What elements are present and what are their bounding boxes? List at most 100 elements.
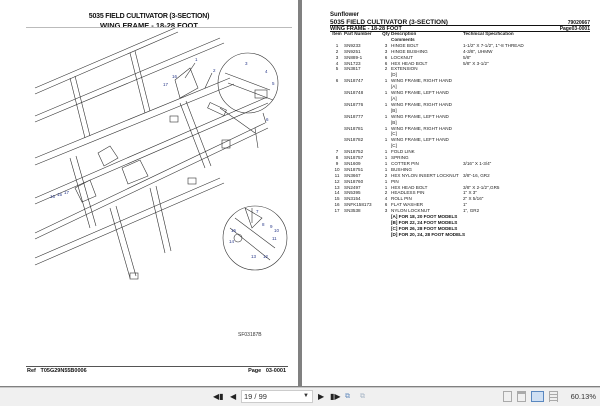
description-cell: SPRING: [391, 155, 409, 161]
tech-spec-cell: 2" X 5/16": [463, 196, 484, 202]
table-row: [B]: [330, 108, 563, 114]
description-cell: WING FRAME, LEFT HAND: [391, 113, 449, 119]
footer-page: Page 03-0001: [248, 368, 286, 374]
col-item: Item: [332, 31, 342, 36]
item-number-cell: 6: [335, 78, 339, 84]
footer-divider: [26, 366, 288, 367]
paste-page-icon[interactable]: ⧉: [360, 393, 365, 400]
item-number-cell: 16: [334, 202, 340, 208]
two-page-view-icon[interactable]: [531, 391, 544, 402]
description-cell: HEX NYLON INSERT LOCKNUT: [391, 172, 459, 178]
zoom-level[interactable]: 60.13%: [570, 392, 596, 401]
description-cell: WING FRAME, RIGHT HAND: [391, 125, 452, 131]
col-qty: Qty: [382, 31, 390, 36]
quantity-cell: 1: [384, 90, 388, 96]
quantity-cell: 3: [384, 48, 388, 54]
description-cell: WING FRAME, LEFT HAND: [391, 137, 449, 143]
description-cell: EXTENSION: [391, 66, 418, 72]
document-viewport[interactable]: 5035 FIELD CULTIVATOR (3-SECTION) WING F…: [0, 0, 600, 387]
description-cell: WING FRAME, RIGHT HAND: [391, 101, 452, 107]
quantity-cell: 3: [384, 208, 388, 214]
svg-text:3: 3: [245, 61, 248, 66]
page-subtitle: WING FRAME - 18-28 FOOT: [100, 21, 198, 30]
page-label: Page: [248, 368, 262, 374]
left-page: 5035 FIELD CULTIVATOR (3-SECTION) WING F…: [0, 0, 298, 386]
svg-text:4: 4: [265, 69, 268, 74]
svg-text:16: 16: [172, 74, 178, 79]
quantity-cell: 1: [384, 178, 388, 184]
quantity-cell: 2: [384, 190, 388, 196]
note-row: [C] FOR 26, 28 FOOT MODELS: [330, 226, 563, 232]
description-cell: WING FRAME, RIGHT HAND: [391, 78, 452, 84]
continuous-view-icon[interactable]: [517, 391, 526, 402]
svg-text:17: 17: [64, 190, 70, 195]
svg-text:15: 15: [57, 192, 63, 197]
part-number-cell: SN3667: [344, 172, 361, 178]
doc-number: 79020667: [567, 20, 590, 26]
last-page-icon[interactable]: ▮▶: [330, 392, 341, 401]
tech-spec-cell: 5/8" X 3-1/2": [463, 60, 489, 66]
first-page-icon[interactable]: ◀▮: [213, 392, 224, 401]
chevron-down-icon[interactable]: ▼: [303, 393, 309, 399]
item-number-cell: 9: [335, 160, 339, 166]
note-row: [D] FOR 20, 24, 28 FOOT MODELS: [330, 232, 563, 238]
parts-list-subtitle: WING FRAME - 18-28 FOOT: [330, 26, 402, 32]
quantity-cell: 6: [384, 202, 388, 208]
part-number-cell: SN9233: [344, 42, 361, 48]
next-page-icon[interactable]: ▶: [318, 392, 325, 401]
part-number-cell: SN9251: [344, 48, 361, 54]
page-title: 5035 FIELD CULTIVATOR (3-SECTION): [88, 13, 210, 20]
brand-name: Sunflower: [330, 12, 360, 18]
item-number-cell: 10: [334, 166, 340, 172]
part-number-cell: SN3538: [344, 208, 361, 214]
part-number-cell: SN18752: [344, 149, 364, 155]
footer-ref: Ref T05G29N55B0006: [27, 368, 87, 374]
model-note: [B] FOR 22, 24 FOOT MODELS: [391, 220, 458, 225]
description-cell: [C]: [391, 131, 397, 137]
part-number-cell: SN18757: [344, 155, 364, 161]
description-cell: PIN: [391, 178, 399, 184]
item-number-cell: 4: [335, 60, 339, 66]
quantity-cell: 1: [384, 137, 388, 143]
item-number-cell: 5: [335, 66, 339, 72]
svg-text:7: 7: [256, 209, 259, 214]
part-number-cell: SN889-1: [344, 54, 363, 60]
tech-spec-cell: 3/8" X 2-1/2",GR5: [463, 184, 500, 190]
continuous-two-page-view-icon[interactable]: [549, 391, 558, 402]
copy-page-icon[interactable]: ⧉: [345, 393, 350, 400]
viewer-toolbar: ◀▮ ◀ 19 / 99 ▼ ▶ ▮▶ ⧉ ⧉ 60.13%: [0, 387, 600, 406]
description-cell: WING FRAME, LEFT HAND: [391, 90, 449, 96]
table-row: [A]: [330, 84, 563, 90]
svg-text:1: 1: [195, 57, 198, 62]
right-page: Sunflower 5035 FIELD CULTIVATOR (3-SECTI…: [302, 0, 600, 386]
quantity-cell: 4: [384, 196, 388, 202]
tech-spec-cell: 4-3/8", UHMW: [463, 48, 493, 54]
svg-text:5: 5: [272, 81, 275, 86]
prev-page-icon[interactable]: ◀: [230, 392, 237, 401]
part-number-cell: SN18760: [344, 178, 364, 184]
quantity-cell: 1: [384, 166, 388, 172]
note-row: [A] FOR 18, 20 FOOT MODELS: [330, 214, 563, 220]
quantity-cell: 1: [384, 125, 388, 131]
quantity-cell: 1: [384, 101, 388, 107]
quantity-cell: 6: [384, 60, 388, 66]
page-number-select[interactable]: 19 / 99 ▼: [241, 390, 313, 403]
part-number-cell: SN18747: [344, 78, 364, 84]
svg-text:6: 6: [266, 117, 269, 122]
item-number-cell: 1: [335, 42, 339, 48]
item-number-cell: 13: [334, 184, 340, 190]
tech-spec-cell: 5/8": [463, 54, 472, 60]
description-cell: FLAT WASHER: [391, 202, 424, 208]
col-description-label: Description: [391, 31, 417, 36]
item-number-cell: 2: [335, 48, 339, 54]
item-number-cell: 12: [334, 178, 340, 184]
single-page-view-icon[interactable]: [503, 391, 512, 402]
